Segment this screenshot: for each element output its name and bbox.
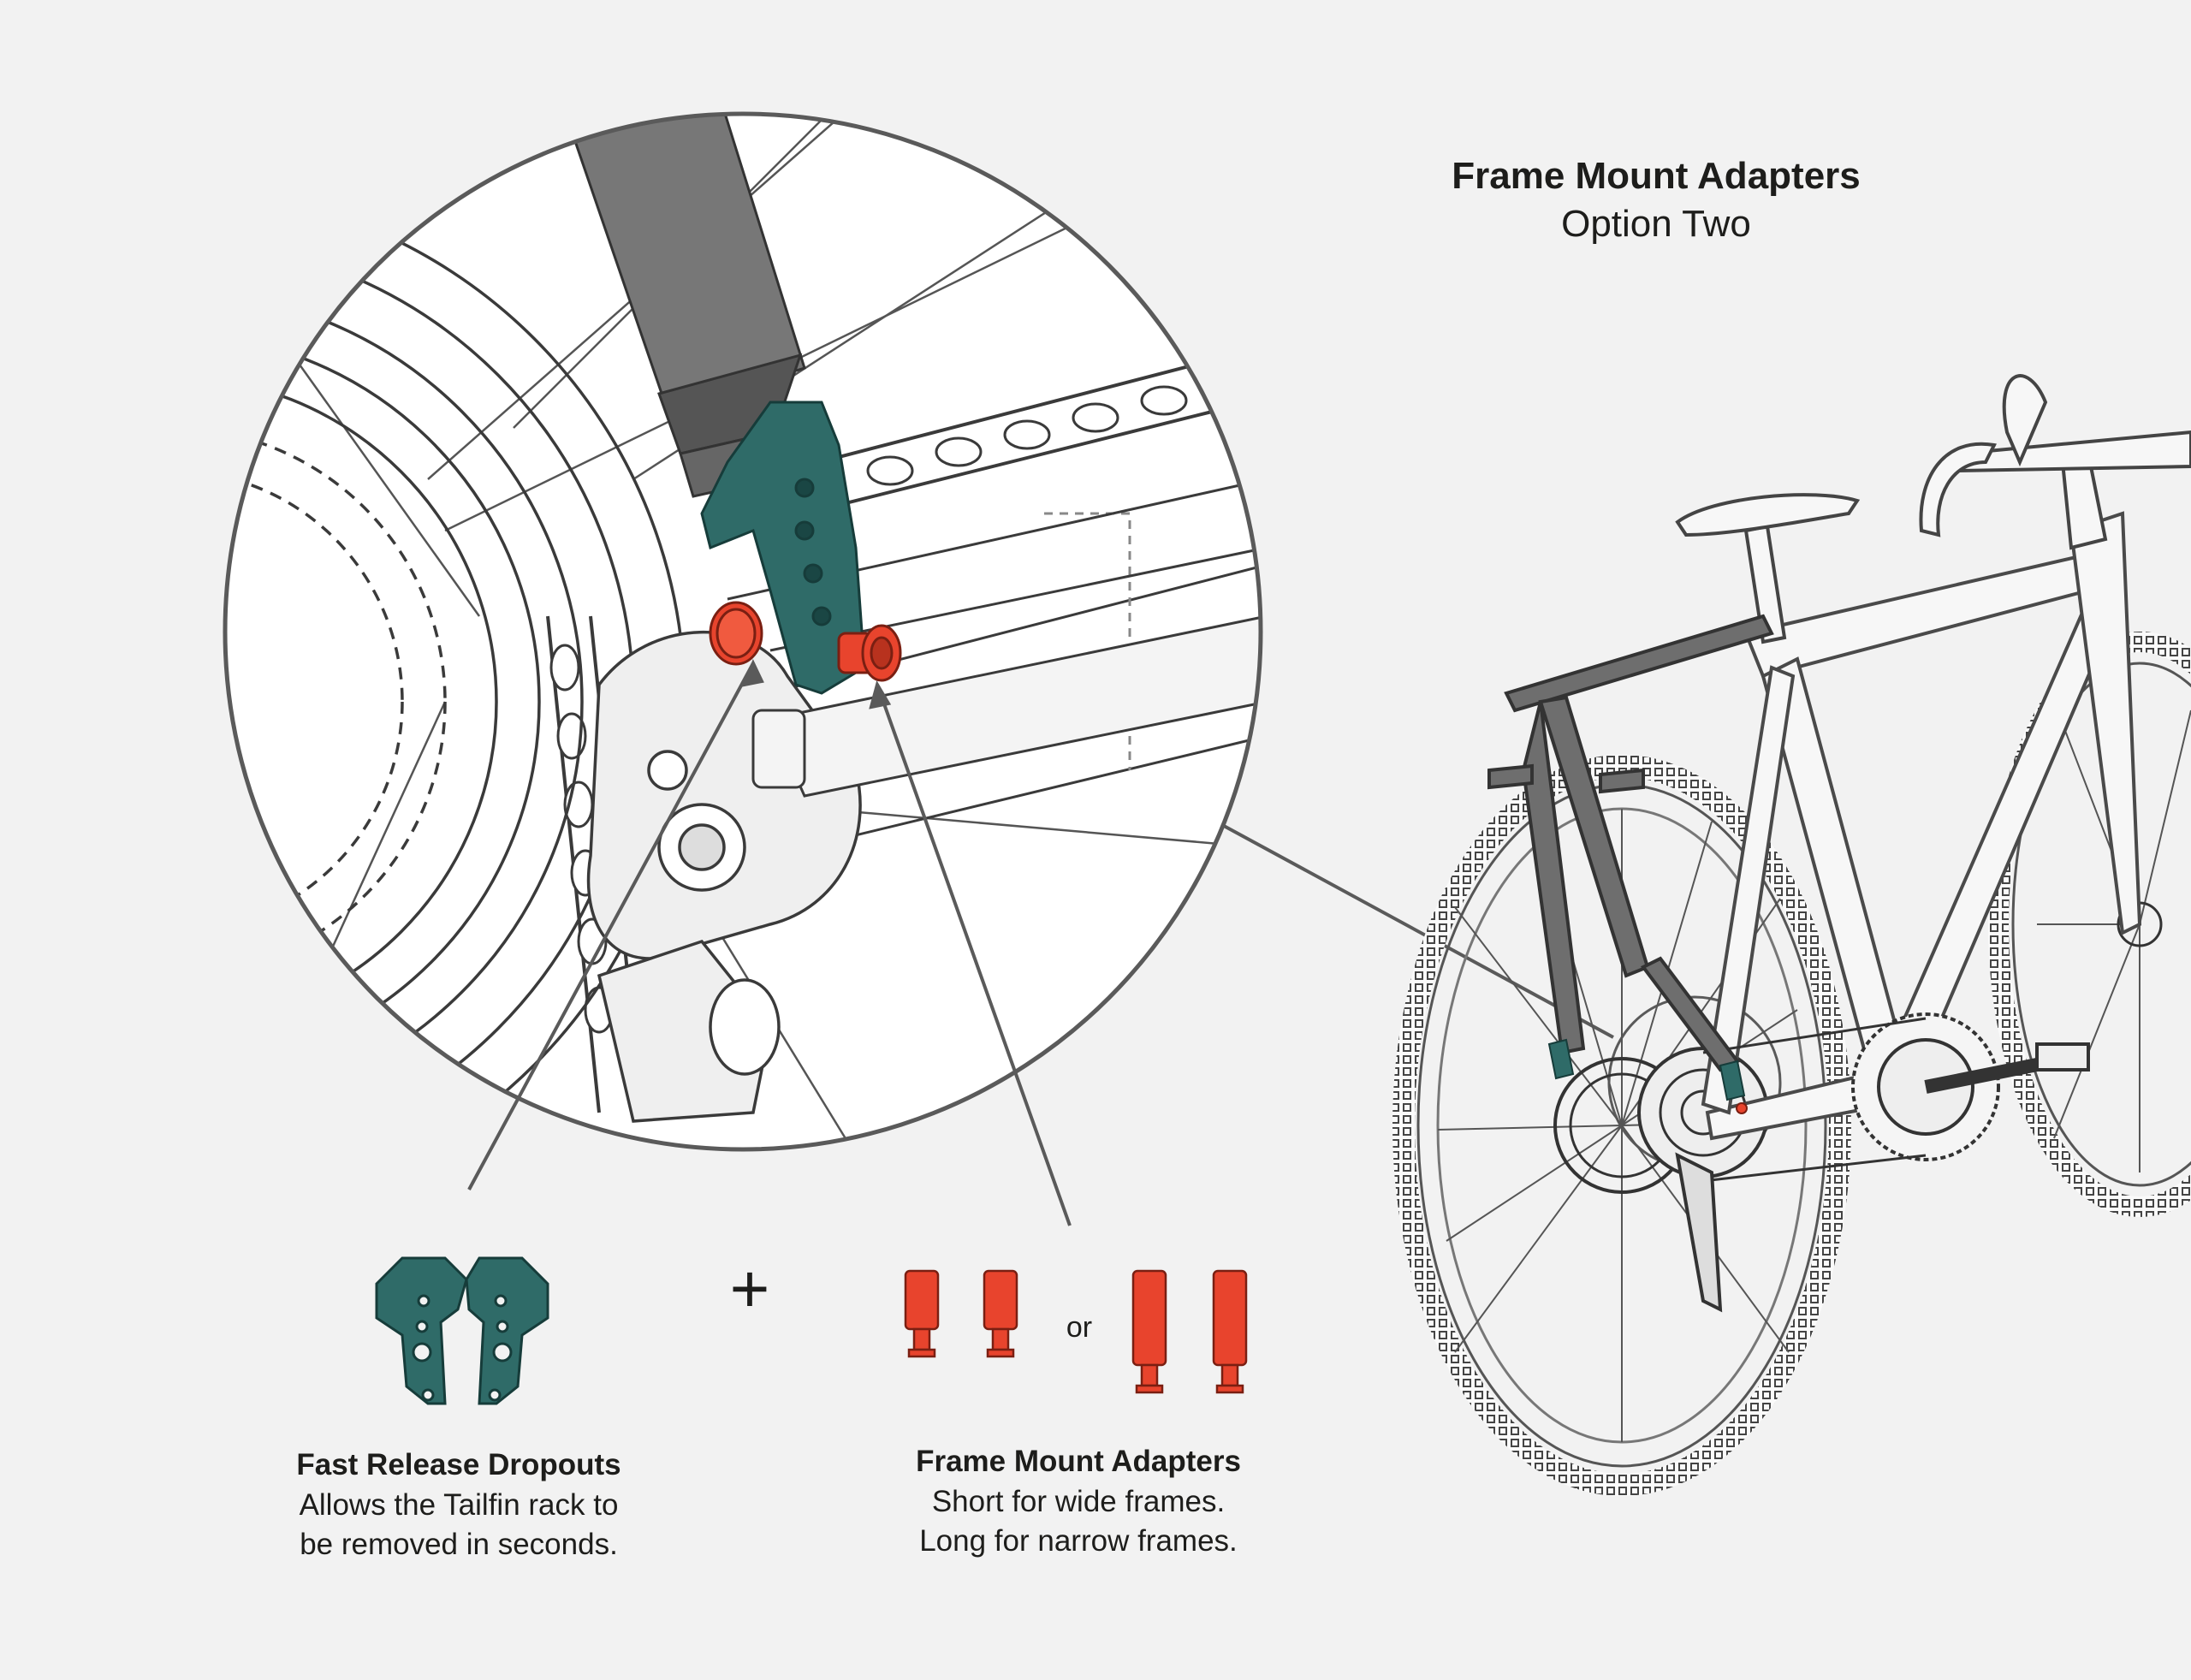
tailfin-rack (1487, 614, 1774, 1072)
long-adapter-1 (1131, 1269, 1167, 1394)
adapters-desc-line1: Short for wide frames. (931, 1485, 1226, 1518)
dropouts-desc-line2: be removed in seconds. (300, 1528, 618, 1561)
long-adapter-2 (1212, 1269, 1248, 1394)
axle (751, 614, 1261, 798)
page-subtitle: Option Two (1561, 203, 1751, 245)
or-label: or (1066, 1311, 1093, 1344)
frame-mount-adapter-bolts (709, 601, 902, 682)
dropouts-desc-line1: Allows the Tailfin rack to (299, 1488, 619, 1522)
dropouts-caption: Fast Release Dropouts Allows the Tailfin… (240, 1445, 678, 1564)
frame (1701, 511, 2142, 1141)
zoom-detail (223, 111, 1263, 1152)
short-adapter-1 (904, 1269, 940, 1358)
adapters-desc-line2: Long for narrow frames. (919, 1524, 1238, 1558)
bicycle (1392, 374, 2191, 1496)
page-title: Frame Mount Adapters (1452, 155, 1861, 197)
fast-release-dropout (700, 401, 866, 695)
short-adapter-2 (983, 1269, 1018, 1358)
dropout-pair-icon (375, 1256, 549, 1405)
cockpit (1675, 374, 2191, 644)
dropouts-title: Fast Release Dropouts (296, 1448, 621, 1481)
adapter-bolts-icon (904, 1269, 1248, 1394)
drivetrain (1675, 1012, 2090, 1313)
plus-sign: + (729, 1250, 770, 1327)
adapters-title: Frame Mount Adapters (916, 1445, 1241, 1478)
rack-mount-parts (1547, 1038, 1748, 1114)
adapters-caption: Frame Mount Adapters Short for wide fram… (856, 1441, 1301, 1561)
